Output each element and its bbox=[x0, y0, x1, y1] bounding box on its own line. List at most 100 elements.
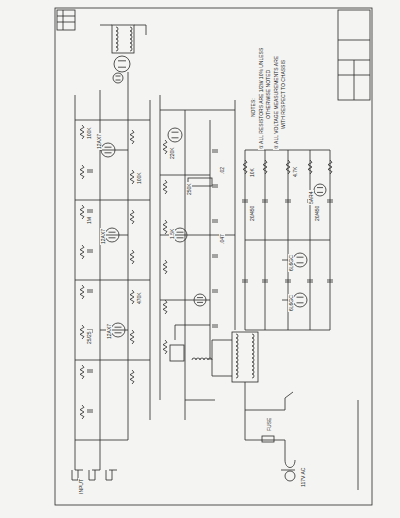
capacitor-symbol bbox=[87, 250, 93, 252]
tube-electrode bbox=[177, 232, 184, 238]
schematic-label: FUSE bbox=[266, 417, 272, 432]
resistor-symbol bbox=[80, 285, 84, 299]
schematic-label: 5AR4 bbox=[308, 190, 314, 205]
capacitor-symbol bbox=[212, 325, 218, 327]
resistor-symbol bbox=[130, 330, 134, 344]
capacitor-symbol bbox=[327, 280, 333, 282]
schematic-label: 10K bbox=[249, 167, 255, 178]
plug-symbol bbox=[285, 471, 295, 481]
schematic-label: 12AX7 bbox=[96, 133, 102, 150]
title-block-rule bbox=[338, 40, 370, 100]
resistor-symbol bbox=[130, 130, 134, 144]
resistor-symbol bbox=[163, 340, 167, 354]
schematic-label: 12AX7 bbox=[106, 323, 112, 340]
resistor-symbol bbox=[308, 160, 312, 174]
reverb-tank bbox=[170, 345, 184, 361]
capacitor-symbol bbox=[87, 370, 93, 372]
capacitor-symbol bbox=[212, 220, 218, 222]
schematic-label: 470K bbox=[136, 291, 142, 305]
resistor-symbol bbox=[130, 250, 134, 264]
schematic-label: 25/25 bbox=[86, 330, 92, 345]
plug-symbol bbox=[281, 460, 295, 470]
capacitor-symbol bbox=[87, 210, 93, 212]
tube-symbol bbox=[114, 56, 130, 72]
tube-symbol bbox=[173, 228, 187, 242]
coil-winding bbox=[130, 27, 132, 51]
coil-winding bbox=[116, 27, 118, 51]
page-frame bbox=[55, 8, 372, 505]
capacitor-symbol bbox=[212, 150, 218, 152]
schematic-label: .02 bbox=[219, 166, 225, 175]
output-transformer bbox=[112, 25, 134, 53]
schematic-label: NOTES: bbox=[250, 97, 256, 118]
title-box bbox=[57, 10, 75, 30]
wire bbox=[160, 95, 235, 420]
title-box-rule bbox=[57, 10, 75, 30]
schematic-label: 250K bbox=[186, 182, 192, 196]
resistor-symbol bbox=[130, 290, 134, 304]
schematic-label: 6L6GC bbox=[288, 294, 294, 312]
capacitor-symbol bbox=[242, 200, 248, 202]
resistor-symbol bbox=[80, 245, 84, 259]
schematic-label: 100K bbox=[86, 126, 92, 140]
tube-electrode bbox=[118, 61, 126, 67]
wire bbox=[245, 382, 285, 460]
wire bbox=[75, 72, 150, 470]
coil-winding bbox=[192, 358, 212, 360]
resistor-symbol bbox=[130, 170, 134, 184]
resistor-symbol bbox=[263, 160, 267, 174]
tube-symbol bbox=[168, 128, 182, 142]
resistor-symbol bbox=[80, 125, 84, 139]
tube-electrode bbox=[116, 76, 121, 80]
schematic-label: ① ALL RESISTORS ARE 1/2W 10% UNLESS bbox=[258, 47, 264, 150]
resistor-symbol bbox=[80, 205, 84, 219]
capacitor-symbol bbox=[87, 290, 93, 292]
wire bbox=[245, 150, 330, 330]
resistor-symbol bbox=[80, 405, 84, 419]
schematic-label: 100K bbox=[136, 171, 142, 185]
capacitor-symbol bbox=[262, 200, 268, 202]
resistor-symbol bbox=[163, 260, 167, 274]
tube-symbol bbox=[105, 228, 119, 242]
resistor-symbol bbox=[328, 160, 332, 174]
wire bbox=[100, 25, 146, 53]
capacitor-symbol bbox=[262, 280, 268, 282]
wire bbox=[212, 340, 232, 376]
resistor-symbol bbox=[163, 180, 167, 194]
margin-mark bbox=[358, 400, 359, 490]
capacitor-symbol bbox=[327, 200, 333, 202]
tube-symbol bbox=[194, 294, 206, 306]
resistor-symbol bbox=[80, 365, 84, 379]
resistor-symbol bbox=[80, 165, 84, 179]
tube-electrode bbox=[317, 188, 323, 193]
wire bbox=[75, 120, 150, 440]
schematic-label: 1M bbox=[86, 216, 92, 225]
fuse-symbol bbox=[262, 436, 274, 442]
tube-symbol bbox=[111, 323, 125, 337]
wire bbox=[175, 325, 210, 340]
resistor-symbol bbox=[130, 210, 134, 224]
tube-electrode bbox=[109, 232, 116, 238]
schematic-label: 20/450 bbox=[249, 205, 255, 222]
resistor-symbol bbox=[163, 220, 167, 234]
resistor-symbol bbox=[130, 370, 134, 384]
schematic-label: 117V AC bbox=[300, 467, 306, 488]
schematic-label: ② ALL VOLTAGE MEASUREMENTS ARE bbox=[273, 55, 279, 150]
schematic-label: 6L6GC bbox=[288, 254, 294, 272]
resistor-symbol bbox=[163, 140, 167, 154]
resistor-symbol bbox=[80, 325, 84, 339]
capacitor-symbol bbox=[285, 200, 291, 202]
tube-electrode bbox=[115, 327, 122, 333]
wire bbox=[160, 110, 235, 400]
coil-winding bbox=[236, 334, 238, 378]
tube-electrode bbox=[297, 297, 304, 303]
schematic-label: .047 bbox=[219, 233, 225, 245]
schematic-label: 20/450 bbox=[314, 205, 320, 222]
schematic-label: WITH RESPECT TO CHASSIS bbox=[280, 59, 286, 130]
capacitor-symbol bbox=[212, 185, 218, 187]
capacitor-symbol bbox=[87, 410, 93, 412]
schematic-label: 1.5K bbox=[169, 228, 175, 240]
capacitor-symbol bbox=[212, 290, 218, 292]
